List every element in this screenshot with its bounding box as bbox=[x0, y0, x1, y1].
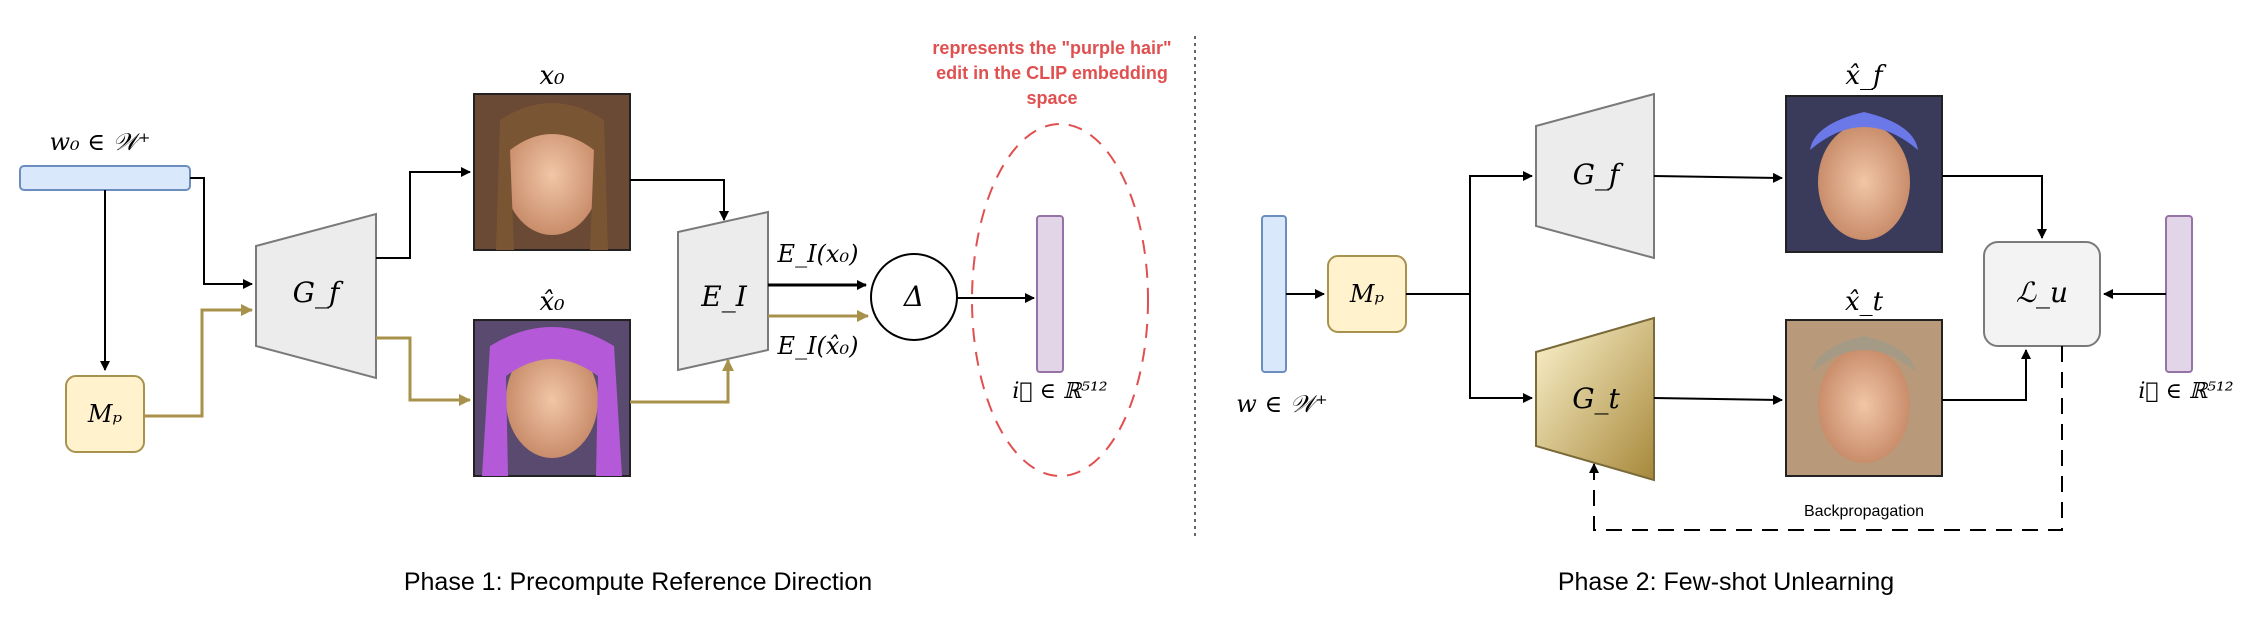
latent-w-vector bbox=[1261, 215, 1287, 373]
arrow-gf-to-x0 bbox=[376, 167, 471, 259]
arrow-mapper-to-gf bbox=[144, 304, 253, 418]
arrow-gt-to-xt bbox=[1653, 394, 1783, 405]
delta-label: Δ bbox=[903, 280, 924, 313]
arrow-mapper-to-gt bbox=[1469, 294, 1533, 403]
face-image-unlearning-source bbox=[1785, 95, 1943, 253]
mapper-label-phase2: Mₚ bbox=[1349, 280, 1385, 308]
arrow-gf-to-xf bbox=[1653, 172, 1783, 183]
direction-vector-phase2 bbox=[2165, 215, 2193, 373]
embed-x0hat-label: E_I(x̂₀) bbox=[777, 332, 859, 360]
face-image-purple-hair bbox=[473, 319, 631, 477]
arrow-gf-to-x0hat bbox=[376, 336, 471, 406]
direction-vector-phase2-label: i⃗ ∈ ℝ⁵¹² bbox=[2138, 379, 2233, 404]
arrow-xt-to-loss bbox=[1942, 349, 2031, 401]
annotation-line-1: represents the "purple hair" bbox=[932, 38, 1171, 58]
mapper-box bbox=[65, 375, 145, 453]
loss-label: ℒ_u bbox=[2016, 276, 2068, 309]
generator-gt-trainable bbox=[1535, 316, 1655, 482]
phase1-group: w₀ ∈ 𝒲⁺ Mₚ G_f x₀ x̂₀ E_I Δ E_I(x₀) E_I(… bbox=[19, 38, 1172, 596]
generator-gf-label: G_f bbox=[293, 276, 344, 309]
image-x0-label: x₀ bbox=[539, 61, 565, 91]
arrow-x0hat-to-encoder bbox=[630, 359, 734, 404]
generator-gf-frozen bbox=[1535, 92, 1655, 260]
latent-w0-label: w₀ ∈ 𝒲⁺ bbox=[49, 128, 150, 156]
phase2-caption: Phase 2: Few-shot Unlearning bbox=[1558, 568, 1894, 596]
latent-w0-vector bbox=[19, 165, 191, 191]
phase2-arrows bbox=[1286, 171, 2166, 531]
latent-w-label: w ∈ 𝒲⁺ bbox=[1236, 390, 1327, 418]
annotation-line-3: space bbox=[1026, 88, 1077, 108]
arrow-backprop-to-gt bbox=[1589, 346, 2063, 531]
face-image-original bbox=[473, 93, 631, 251]
embed-x0-label: E_I(x₀) bbox=[777, 240, 859, 268]
image-xf-label: x̂_f bbox=[1845, 61, 1887, 91]
arrow-mapper-to-gf bbox=[1406, 171, 1533, 295]
direction-vector bbox=[1036, 215, 1064, 373]
backprop-label: Backpropagation bbox=[1804, 503, 1924, 520]
loss-box bbox=[1983, 241, 2101, 347]
arrow-xf-to-loss bbox=[1942, 175, 2047, 239]
mapper-label: Mₚ bbox=[87, 400, 123, 428]
phase1-edit-arrows bbox=[144, 304, 869, 418]
phase1-arrows bbox=[100, 167, 1035, 371]
annotation-ellipse bbox=[971, 123, 1149, 477]
arrow-w0-to-gf bbox=[190, 177, 253, 289]
encoder-ei bbox=[677, 210, 769, 372]
image-x0hat-label: x̂₀ bbox=[539, 287, 565, 317]
generator-gf bbox=[255, 212, 377, 380]
direction-vector-label: i⃗ ∈ ℝ⁵¹² bbox=[1012, 379, 1107, 404]
generator-gf-frozen-label: G_f bbox=[1573, 158, 1624, 191]
annotation-line-2: edit in the CLIP embedding bbox=[936, 63, 1168, 83]
arrow-x0-to-encoder bbox=[630, 179, 729, 221]
phase2-group: w ∈ 𝒲⁺ Mₚ G_f G_t x̂_f x̂_t ℒ_u i⃗ ∈ ℝ⁵¹… bbox=[1236, 61, 2233, 596]
phase1-caption: Phase 1: Precompute Reference Direction bbox=[404, 568, 872, 596]
encoder-ei-label: E_I bbox=[700, 280, 747, 313]
image-xt-label: x̂_t bbox=[1845, 287, 1884, 317]
face-image-unlearned bbox=[1785, 319, 1943, 477]
generator-gt-label: G_t bbox=[1572, 382, 1620, 415]
